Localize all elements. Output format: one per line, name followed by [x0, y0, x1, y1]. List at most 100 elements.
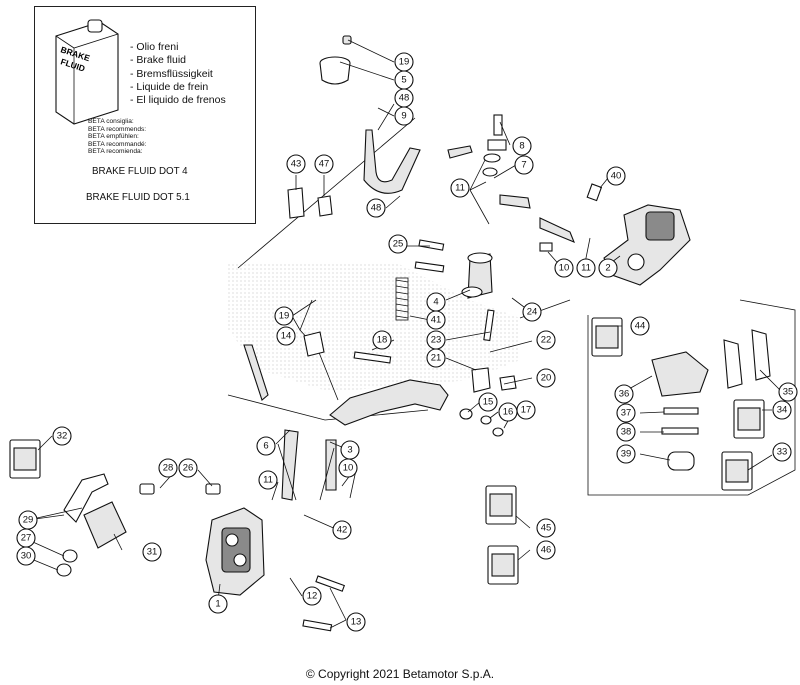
- callout-44[interactable]: 44: [630, 316, 650, 336]
- callout-11-top[interactable]: 11: [450, 178, 470, 198]
- svg-text:40: 40: [611, 171, 622, 182]
- svg-text:26: 26: [183, 463, 194, 474]
- callout-23[interactable]: 23: [426, 330, 446, 350]
- brake-fluid-info-box: [34, 6, 256, 224]
- callout-17[interactable]: 17: [516, 400, 536, 420]
- callout-11-rear[interactable]: 11: [576, 258, 596, 278]
- washer-17: [492, 427, 504, 437]
- callout-3[interactable]: 3: [340, 440, 360, 460]
- callout-39[interactable]: 39: [616, 444, 636, 464]
- svg-text:6: 6: [263, 441, 268, 452]
- callout-36[interactable]: 36: [614, 384, 634, 404]
- callout-38[interactable]: 38: [616, 422, 636, 442]
- leader-lines: [23, 39, 781, 629]
- callout-18[interactable]: 18: [372, 330, 392, 350]
- svg-text:35: 35: [783, 387, 794, 398]
- brake-fluid-bottle-icon: BRAKE FLUID: [55, 19, 119, 125]
- svg-text:17: 17: [521, 405, 532, 416]
- svg-text:3: 3: [347, 445, 352, 456]
- svg-text:2: 2: [605, 263, 610, 274]
- recommends-item: BETA recomienda:: [88, 148, 143, 156]
- callout-45[interactable]: 45: [536, 518, 556, 538]
- rear-assembly-outline: [587, 299, 796, 496]
- callout-25[interactable]: 25: [388, 234, 408, 254]
- callout-7[interactable]: 7: [514, 155, 534, 175]
- callout-4[interactable]: 4: [426, 292, 446, 312]
- rear-brake-pad-right: [751, 329, 771, 381]
- svg-text:25: 25: [393, 239, 404, 250]
- callout-22[interactable]: 22: [536, 330, 556, 350]
- bleeder-28: [139, 483, 155, 495]
- svg-text:45: 45: [541, 523, 552, 534]
- callout-48-top[interactable]: 48: [394, 88, 414, 108]
- callout-14[interactable]: 14: [276, 326, 296, 346]
- svg-text:37: 37: [621, 408, 632, 419]
- callout-29[interactable]: 29: [18, 510, 38, 530]
- callout-42[interactable]: 42: [332, 520, 352, 540]
- svg-text:34: 34: [777, 405, 788, 416]
- recommends-item: BETA consiglia:: [88, 118, 134, 125]
- callout-32[interactable]: 32: [52, 426, 72, 446]
- callout-20[interactable]: 20: [536, 368, 556, 388]
- svg-text:14: 14: [281, 331, 292, 342]
- callout-43[interactable]: 43: [286, 154, 306, 174]
- callout-1[interactable]: 1: [208, 594, 228, 614]
- fluid-reservoir: [319, 35, 352, 85]
- callout-35[interactable]: 35: [778, 382, 798, 402]
- callout-21[interactable]: 21: [426, 348, 446, 368]
- callout-19-mid[interactable]: 19: [274, 306, 294, 326]
- callout-12[interactable]: 12: [302, 586, 322, 606]
- callout-27[interactable]: 27: [16, 528, 36, 548]
- callout-46[interactable]: 46: [536, 540, 556, 560]
- callout-5[interactable]: 5: [394, 70, 414, 90]
- svg-text:42: 42: [337, 525, 348, 536]
- callout-31[interactable]: 31: [142, 542, 162, 562]
- svg-text:8: 8: [519, 141, 524, 152]
- language-item: - Brake fluid: [130, 54, 187, 67]
- callout-11-front[interactable]: 11: [258, 470, 278, 490]
- callout-33[interactable]: 33: [772, 442, 792, 462]
- callout-13[interactable]: 13: [346, 612, 366, 632]
- callout-26[interactable]: 26: [178, 458, 198, 478]
- callout-28[interactable]: 28: [158, 458, 178, 478]
- svg-text:48: 48: [371, 203, 382, 214]
- svg-text:27: 27: [21, 533, 32, 544]
- kit-bag-32: [9, 439, 41, 479]
- copyright-notice: © Copyright 2021 Betamotor S.p.A.: [305, 667, 495, 681]
- pin-37: [663, 407, 699, 415]
- svg-text:7: 7: [521, 160, 526, 171]
- recommends-item: BETA empfühlen:: [88, 133, 139, 141]
- callout-16[interactable]: 16: [498, 402, 518, 422]
- callout-24[interactable]: 24: [522, 302, 542, 322]
- callout-15[interactable]: 15: [478, 392, 498, 412]
- callout-37[interactable]: 37: [616, 403, 636, 423]
- callout-10-front[interactable]: 10: [338, 458, 358, 478]
- callout-48-mid[interactable]: 48: [366, 198, 386, 218]
- rear-caliper-bracket: [651, 351, 709, 397]
- mid-hose: [499, 194, 531, 209]
- svg-text:10: 10: [343, 463, 354, 474]
- svg-text:22: 22: [541, 335, 552, 346]
- callout-30[interactable]: 30: [16, 546, 36, 566]
- front-brake-line-6: [281, 429, 299, 501]
- callout-34[interactable]: 34: [772, 400, 792, 420]
- front-brake-caliper: [205, 507, 265, 596]
- callout-19-top[interactable]: 19: [394, 52, 414, 72]
- return-spring: [395, 277, 409, 321]
- callout-41[interactable]: 41: [426, 310, 446, 330]
- callout-47[interactable]: 47: [314, 154, 334, 174]
- callout-2[interactable]: 2: [598, 258, 618, 278]
- callout-40[interactable]: 40: [606, 166, 626, 186]
- svg-text:18: 18: [377, 335, 388, 346]
- svg-text:11: 11: [581, 263, 591, 274]
- recommends-item: BETA recommandé:: [88, 140, 147, 148]
- svg-text:21: 21: [431, 353, 442, 364]
- callout-8[interactable]: 8: [512, 136, 532, 156]
- front-brake-line-upper: [243, 344, 269, 401]
- pedal-pivot-bolt: [353, 351, 392, 364]
- callout-9[interactable]: 9: [394, 106, 414, 126]
- callout-10-rear[interactable]: 10: [554, 258, 574, 278]
- callout-6[interactable]: 6: [256, 436, 276, 456]
- svg-text:4: 4: [433, 297, 438, 308]
- bush-30: [56, 563, 72, 577]
